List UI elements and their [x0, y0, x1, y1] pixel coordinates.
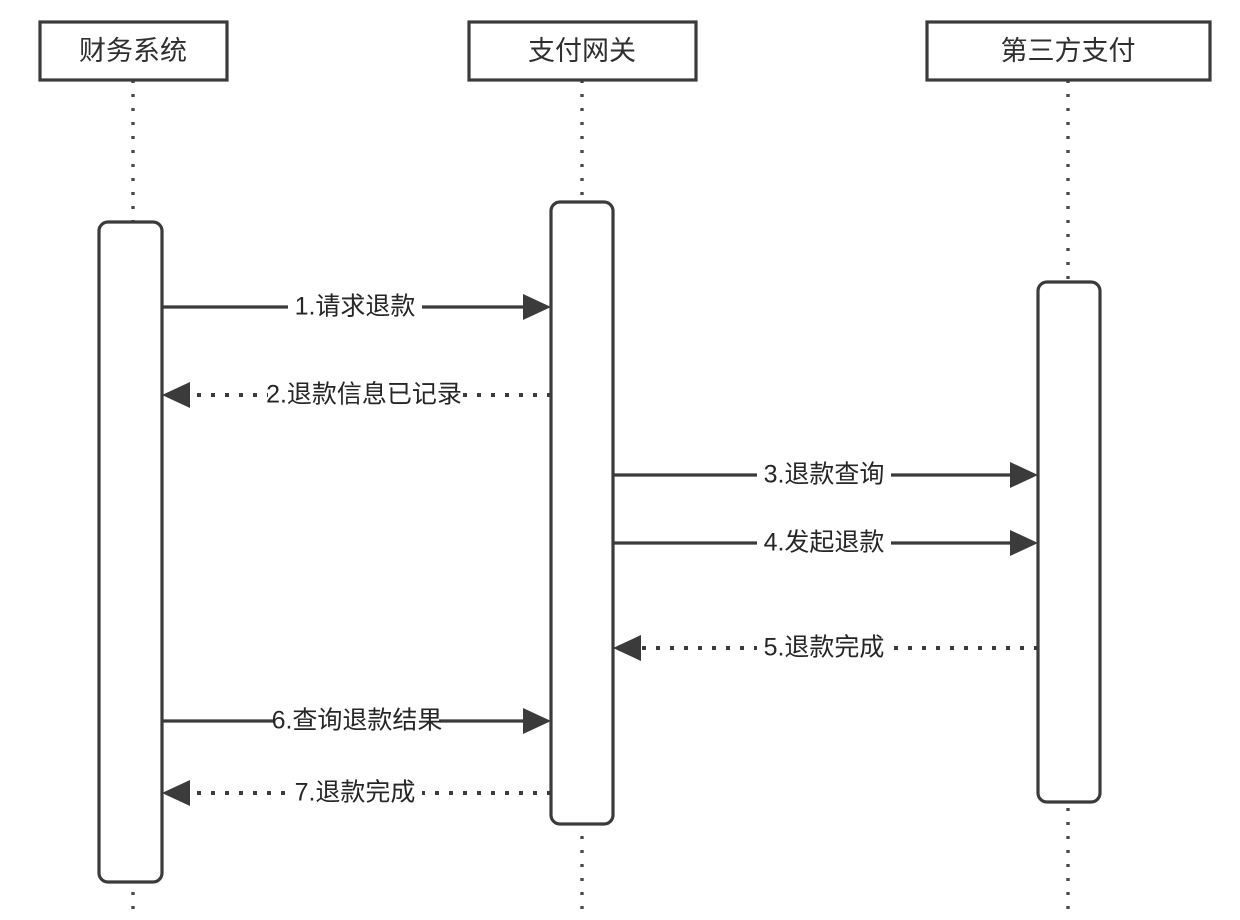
- message-3[interactable]: 3.退款查询: [613, 461, 1038, 489]
- message-3-label-bg: [757, 461, 891, 489]
- message-2-label: 2.退款信息已记录: [266, 381, 462, 409]
- message-4-label: 4.发起退款: [764, 529, 885, 557]
- participant-box-finance[interactable]: [38, 20, 229, 82]
- message-4-arrowhead: [1010, 530, 1038, 556]
- message-5-label: 5.退款完成: [764, 634, 885, 662]
- message-1-label-bg: [288, 293, 422, 321]
- message-6-label: 6.查询退款结果: [272, 707, 443, 735]
- participant-gateway[interactable]: 支付网关: [467, 20, 698, 82]
- message-5[interactable]: 5.退款完成: [613, 634, 1038, 662]
- message-7-arrowhead: [162, 780, 190, 806]
- message-6-arrowhead: [523, 708, 551, 734]
- message-6[interactable]: 6.查询退款结果: [162, 707, 551, 735]
- message-7-label: 7.退款完成: [295, 779, 416, 807]
- activation-bar-finance: [97, 220, 164, 884]
- participant-box-gateway[interactable]: [467, 20, 698, 82]
- message-4-label-bg: [757, 529, 891, 557]
- participant-boxes-group: 财务系统 支付网关 第三方支付: [38, 20, 1212, 82]
- message-3-label: 3.退款查询: [764, 461, 885, 489]
- message-1-label: 1.请求退款: [295, 293, 416, 321]
- message-2-label-bg: [268, 381, 460, 409]
- participant-label-gateway: 支付网关: [528, 36, 636, 66]
- message-3-arrowhead: [1010, 462, 1038, 488]
- message-2-arrowhead: [162, 382, 190, 408]
- message-6-label-bg: [274, 707, 439, 735]
- participant-thirdparty[interactable]: 第三方支付: [925, 20, 1212, 82]
- participant-label-finance: 财务系统: [79, 36, 187, 66]
- activation-bar-gateway: [549, 200, 615, 826]
- participant-box-thirdparty[interactable]: [925, 20, 1212, 82]
- message-4[interactable]: 4.发起退款: [613, 529, 1038, 557]
- message-7-label-bg: [288, 779, 422, 807]
- message-1-arrowhead: [523, 294, 551, 320]
- message-1[interactable]: 1.请求退款: [162, 293, 551, 321]
- participant-label-thirdparty: 第三方支付: [1001, 36, 1136, 66]
- participant-finance[interactable]: 财务系统: [38, 20, 229, 82]
- message-2[interactable]: 2.退款信息已记录: [162, 381, 551, 409]
- activation-bar-thirdparty: [1036, 280, 1102, 804]
- activation-bars-group: [97, 200, 1102, 884]
- message-7[interactable]: 7.退款完成: [162, 779, 551, 807]
- message-5-label-bg: [757, 634, 891, 662]
- message-5-arrowhead: [613, 635, 641, 661]
